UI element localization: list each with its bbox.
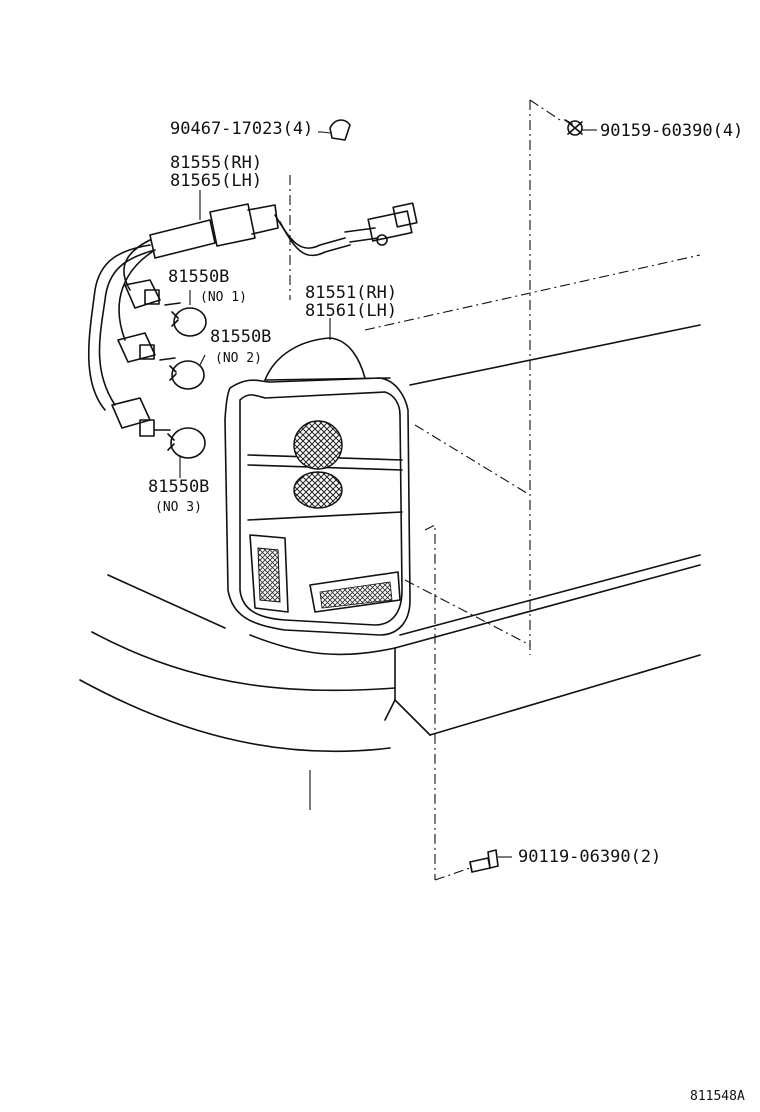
bulb-no-1 [124,279,207,337]
screw-top-icon [564,119,597,136]
label-bulb-1-part: 81550B [168,267,229,287]
label-bulb-2-note: (NO 2) [215,351,262,366]
socket-wire-harness [87,202,418,411]
body-panel-lines [79,324,701,810]
label-bulb-2-part: 81550B [210,327,271,347]
diagram-id: 811548A [690,1089,745,1104]
label-lens-lh: 81561(LH) [305,301,397,321]
label-socket-lh: 81565(LH) [170,171,262,191]
bulb-no-2 [117,332,205,390]
label-clip: 90467-17023(4) [170,119,313,139]
label-bulb-3-part: 81550B [148,477,209,497]
label-screw-top: 90159-60390(4) [600,121,743,141]
assembly-leader-lines [289,99,701,881]
bulb-no-3 [111,397,206,459]
label-screw-bottom: 90119-06390(2) [518,847,661,867]
tail-lamp-lens [224,337,411,636]
label-bulb-3-note: (NO 3) [155,500,202,515]
label-lens-rh: 81551(RH) [305,283,397,303]
label-socket-rh: 81555(RH) [170,153,262,173]
screw-bottom-icon [469,849,512,873]
label-leaders [179,131,331,478]
label-bulb-1-note: (NO 1) [200,290,247,305]
clip-icon [321,119,351,141]
